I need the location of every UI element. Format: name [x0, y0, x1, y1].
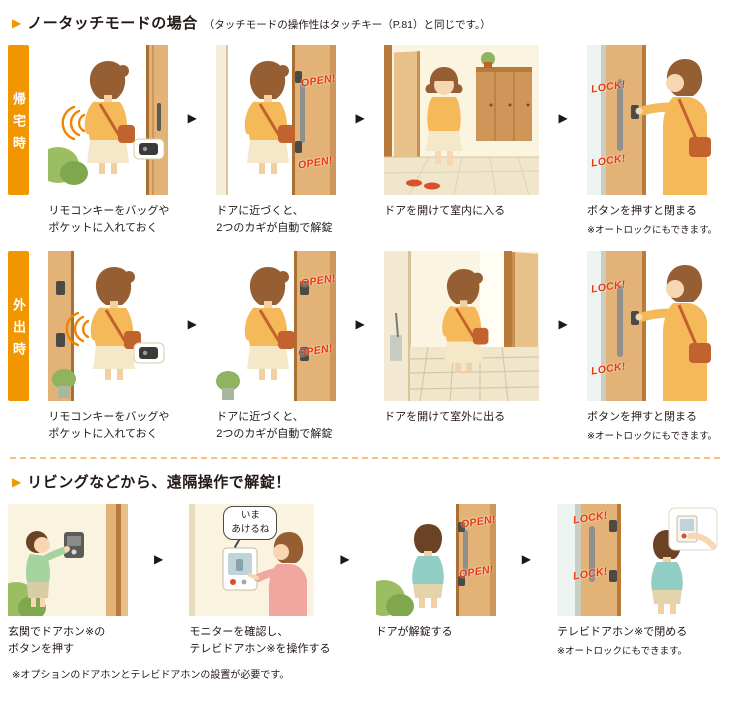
section1-subtitle: （タッチモードの操作性はタッチキー（P.81）と同じです。） — [203, 19, 491, 31]
approach-door-out-scene-icon — [216, 251, 337, 402]
step-arrow-icon: ▶ — [558, 317, 568, 332]
illustration-remote-key — [48, 45, 169, 195]
illustration-monitor-check: いま あけるね — [189, 504, 315, 617]
doorbell-scene-icon — [8, 504, 128, 617]
step-arrow-icon: ▶ — [187, 111, 197, 125]
approach-door-scene-icon — [216, 45, 337, 195]
step-arrow-icon: ▶ — [355, 111, 365, 125]
catalog-page: ▶ ノータッチモードの場合 （タッチモードの操作性はタッチキー（P.81）と同じ… — [0, 0, 730, 681]
enter-room-scene-icon — [384, 45, 540, 195]
step-caption: モニターを確認し、 テレビドアホン※を操作する — [189, 626, 331, 656]
monitor-lock-scene-icon — [556, 504, 722, 617]
row-going-out: 外出時 リモコンキーをバッグや ポケットに入れておく ▶ — [8, 251, 722, 443]
section2-footnote: ※オプションのドアホンとテレビドアホンの設置が必要です。 — [12, 670, 290, 682]
section1-header: ▶ ノータッチモードの場合 （タッチモードの操作性はタッチキー（P.81）と同じ… — [12, 12, 722, 33]
step-caption: リモコンキーをバッグや ポケットに入れておく — [48, 205, 170, 235]
section2-title: リビングなどから、遠隔操作で解錠！ — [27, 474, 291, 492]
row-remote-unlock: 玄関でドアホン※の ボタンを押す ▶ — [8, 504, 722, 658]
remote-key-out-scene-icon — [48, 251, 169, 402]
door-unlocked-scene-icon — [375, 504, 496, 617]
exit-room-scene-icon — [384, 251, 540, 402]
step-caption: ドアが解錠する — [375, 626, 453, 639]
step-arrow-icon: ▶ — [521, 552, 531, 567]
illustration-doorbell-press — [8, 504, 128, 617]
row-label-going-out: 外出時 — [8, 251, 29, 402]
step-out-3: ドアを開けて室外に出る — [384, 251, 540, 426]
press-lock-scene-icon — [587, 45, 722, 195]
illustration-auto-unlock-out: OPEN! OPEN! — [216, 251, 337, 402]
illustration-door-unlocked: OPEN! OPEN! — [375, 504, 496, 617]
step-caption: ドアに近づくと、 2つのカギが自動で解錠 — [216, 205, 333, 235]
press-lock-out-scene-icon — [587, 251, 722, 402]
step-caption: ドアを開けて室外に出る — [384, 411, 506, 424]
illustration-lock-button-out: LOCK! LOCK! — [587, 251, 722, 402]
step-home-2: OPEN! OPEN! ドアに近づくと、 2つのカギが自動で解錠 — [216, 45, 337, 237]
dashed-divider — [10, 457, 720, 460]
step-note: ※オートロックにもできます。 — [587, 431, 718, 443]
remote-key-scene-icon — [48, 45, 169, 195]
triangle-bullet-icon: ▶ — [12, 475, 22, 490]
step-caption: ドアに近づくと、 2つのカギが自動で解錠 — [216, 411, 333, 441]
row-coming-home: 帰宅時 リモコンキーをバッグや ポケットに入れておく ▶ — [8, 45, 722, 237]
speech-bubble: いま あけるね — [223, 506, 278, 540]
step-arrow-icon: ▶ — [187, 317, 197, 332]
illustration-exit-room — [384, 251, 540, 402]
step-remote-1: 玄関でドアホン※の ボタンを押す — [8, 504, 128, 658]
step-arrow-icon: ▶ — [355, 317, 365, 332]
step-arrow-icon: ▶ — [340, 552, 350, 567]
section2-header: ▶ リビングなどから、遠隔操作で解錠！ — [12, 471, 722, 492]
step-note: ※オートロックにもできます。 — [587, 225, 718, 237]
step-caption: リモコンキーをバッグや ポケットに入れておく — [48, 411, 170, 441]
section1-title: ノータッチモードの場合 — [27, 15, 198, 32]
step-caption: ボタンを押すと閉まる — [587, 205, 697, 217]
step-out-1: リモコンキーをバッグや ポケットに入れておく — [48, 251, 170, 443]
step-arrow-icon: ▶ — [558, 111, 568, 125]
illustration-remote-key-out — [48, 251, 169, 402]
illustration-enter-room — [384, 45, 540, 195]
step-caption: 玄関でドアホン※の ボタンを押す — [8, 626, 106, 656]
step-caption: ドアを開けて室内に入る — [384, 205, 506, 217]
step-remote-2: いま あけるね モニターを確認し、 テレビドアホン※を操作する — [189, 504, 331, 658]
illustration-auto-unlock: OPEN! OPEN! — [216, 45, 337, 195]
step-home-4: LOCK! LOCK! ボタンを押すと閉まる ※オートロックにもできます。 — [587, 45, 722, 236]
step-arrow-icon: ▶ — [154, 552, 164, 567]
illustration-monitor-lock: LOCK! LOCK! — [556, 504, 722, 617]
step-home-1: リモコンキーをバッグや ポケットに入れておく — [48, 45, 170, 237]
step-caption: ボタンを押すと閉まる — [587, 411, 697, 424]
step-out-2: OPEN! OPEN! ドアに近づくと、 2つのカギが自動で解錠 — [216, 251, 337, 443]
triangle-bullet-icon: ▶ — [12, 16, 22, 30]
row-label-coming-home: 帰宅時 — [8, 45, 29, 195]
step-remote-4: LOCK! LOCK! テレビドアホン※で閉める ※オートロックにもできます。 — [556, 504, 722, 658]
step-caption: テレビドアホン※で閉める — [556, 626, 688, 639]
step-home-3: ドアを開けて室内に入る — [384, 45, 540, 220]
illustration-lock-button: LOCK! LOCK! — [587, 45, 722, 195]
step-note: ※オートロックにもできます。 — [556, 646, 688, 658]
step-out-4: LOCK! LOCK! ボタンを押すと閉まる ※オートロックにもできます。 — [587, 251, 722, 442]
step-remote-3: OPEN! OPEN! ドアが解錠する — [375, 504, 496, 641]
